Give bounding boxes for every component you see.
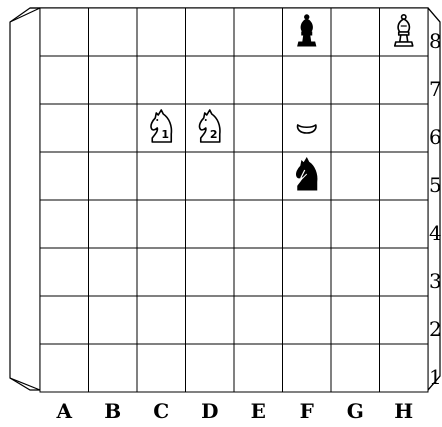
square-g7[interactable] bbox=[331, 56, 380, 104]
square-e7[interactable] bbox=[234, 56, 283, 104]
square-d2[interactable] bbox=[186, 296, 235, 344]
square-f4[interactable] bbox=[283, 200, 332, 248]
square-a3[interactable] bbox=[40, 248, 89, 296]
square-d4[interactable] bbox=[186, 200, 235, 248]
square-c4[interactable] bbox=[137, 200, 186, 248]
file-label-h: H bbox=[394, 399, 413, 423]
rank-label-7: 7 bbox=[429, 77, 442, 101]
square-b1[interactable] bbox=[89, 344, 138, 392]
square-g5[interactable] bbox=[331, 152, 380, 200]
square-g3[interactable] bbox=[331, 248, 380, 296]
square-c3[interactable] bbox=[137, 248, 186, 296]
square-h3[interactable] bbox=[380, 248, 429, 296]
rank-label-5: 5 bbox=[429, 173, 442, 197]
file-label-d: D bbox=[201, 399, 218, 423]
file-labels: A B C D E F G H bbox=[55, 399, 413, 423]
square-b4[interactable] bbox=[89, 200, 138, 248]
square-c8[interactable] bbox=[137, 8, 186, 56]
square-c2[interactable] bbox=[137, 296, 186, 344]
square-f2[interactable] bbox=[283, 296, 332, 344]
square-h7[interactable] bbox=[380, 56, 429, 104]
square-b8[interactable] bbox=[89, 8, 138, 56]
square-h6[interactable] bbox=[380, 104, 429, 152]
file-label-a: A bbox=[55, 399, 72, 423]
square-d5[interactable] bbox=[186, 152, 235, 200]
knight-number-label: 1 bbox=[161, 128, 169, 141]
square-e6[interactable] bbox=[234, 104, 283, 152]
square-h2[interactable] bbox=[380, 296, 429, 344]
knight-number-label: 2 bbox=[210, 128, 218, 141]
square-e5[interactable] bbox=[234, 152, 283, 200]
file-label-e: E bbox=[251, 399, 266, 423]
square-g1[interactable] bbox=[331, 344, 380, 392]
square-f3[interactable] bbox=[283, 248, 332, 296]
square-a6[interactable] bbox=[40, 104, 89, 152]
square-a4[interactable] bbox=[40, 200, 89, 248]
file-label-g: G bbox=[347, 399, 364, 423]
square-h5[interactable] bbox=[380, 152, 429, 200]
file-label-c: C bbox=[153, 399, 169, 423]
square-d7[interactable] bbox=[186, 56, 235, 104]
board-squares bbox=[40, 8, 428, 392]
square-h4[interactable] bbox=[380, 200, 429, 248]
square-a7[interactable] bbox=[40, 56, 89, 104]
square-b7[interactable] bbox=[89, 56, 138, 104]
square-a8[interactable] bbox=[40, 8, 89, 56]
square-d8[interactable] bbox=[186, 8, 235, 56]
rank-label-1: 1 bbox=[429, 365, 442, 389]
rank-label-2: 2 bbox=[429, 317, 442, 341]
rank-label-6: 6 bbox=[429, 125, 442, 149]
square-g8[interactable] bbox=[331, 8, 380, 56]
square-b5[interactable] bbox=[89, 152, 138, 200]
rank-label-3: 3 bbox=[429, 269, 442, 293]
square-c1[interactable] bbox=[137, 344, 186, 392]
square-c5[interactable] bbox=[137, 152, 186, 200]
square-a2[interactable] bbox=[40, 296, 89, 344]
square-e2[interactable] bbox=[234, 296, 283, 344]
square-h1[interactable] bbox=[380, 344, 429, 392]
square-e8[interactable] bbox=[234, 8, 283, 56]
square-b6[interactable] bbox=[89, 104, 138, 152]
square-g6[interactable] bbox=[331, 104, 380, 152]
square-d1[interactable] bbox=[186, 344, 235, 392]
square-b2[interactable] bbox=[89, 296, 138, 344]
square-g4[interactable] bbox=[331, 200, 380, 248]
square-a5[interactable] bbox=[40, 152, 89, 200]
square-g2[interactable] bbox=[331, 296, 380, 344]
square-f7[interactable] bbox=[283, 56, 332, 104]
file-label-b: B bbox=[104, 399, 121, 423]
square-c7[interactable] bbox=[137, 56, 186, 104]
rank-label-4: 4 bbox=[429, 221, 442, 245]
square-e1[interactable] bbox=[234, 344, 283, 392]
square-e4[interactable] bbox=[234, 200, 283, 248]
square-a1[interactable] bbox=[40, 344, 89, 392]
square-f1[interactable] bbox=[283, 344, 332, 392]
file-label-f: F bbox=[300, 399, 314, 423]
square-e3[interactable] bbox=[234, 248, 283, 296]
square-b3[interactable] bbox=[89, 248, 138, 296]
rank-label-8: 8 bbox=[429, 29, 442, 53]
square-d3[interactable] bbox=[186, 248, 235, 296]
